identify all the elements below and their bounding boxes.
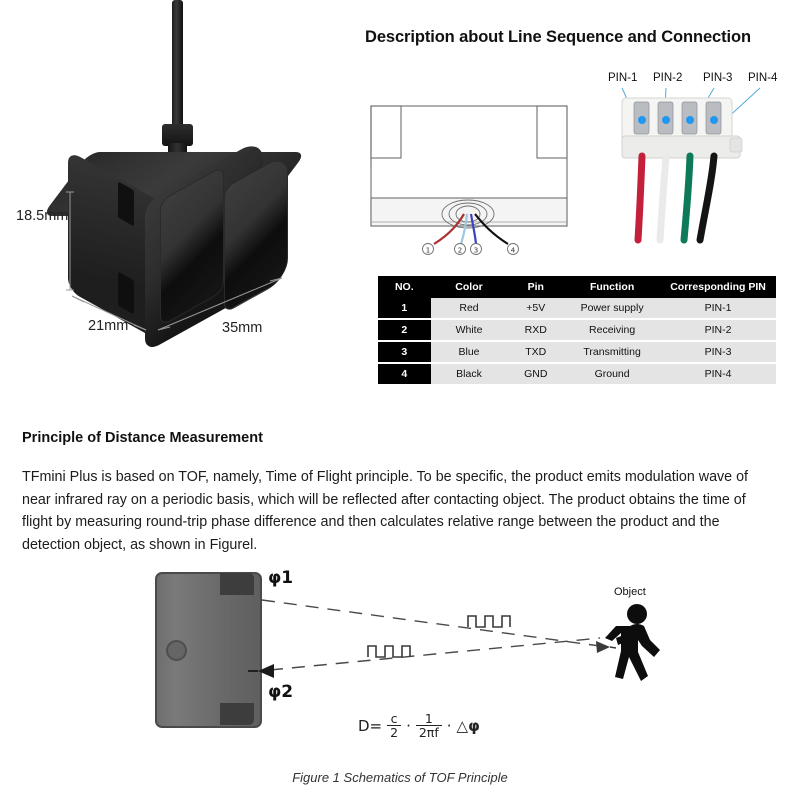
cell-pin: +5V — [507, 298, 565, 320]
cell-corresponding: PIN-1 — [660, 298, 776, 320]
cell-no: 4 — [378, 363, 431, 384]
product-photo: 18.5mm 21mm 35mm — [10, 0, 355, 390]
table-row: 3 Blue TXD Transmitting PIN-3 — [378, 341, 776, 364]
wiring-table: NO. Color Pin Function Corresponding PIN… — [378, 276, 776, 384]
header-no: NO. — [378, 276, 431, 298]
formula-dot-1: · — [406, 716, 411, 735]
dimension-height-label: 18.5mm — [16, 208, 69, 224]
cell-pin: RXD — [507, 319, 565, 342]
sensor-corner-tr — [220, 573, 254, 595]
cell-no: 3 — [378, 341, 431, 364]
cell-no: 2 — [378, 319, 431, 342]
formula-frac1-denominator: 2 — [387, 725, 402, 739]
object-label: Object — [614, 586, 646, 598]
cell-color: White — [430, 319, 508, 342]
cell-corresponding: PIN-2 — [660, 319, 776, 342]
table-header-row: NO. Color Pin Function Corresponding PIN — [378, 276, 776, 298]
cell-pin: TXD — [507, 341, 565, 364]
sensor-lens-icon — [166, 640, 187, 661]
cell-pin: GND — [507, 363, 565, 384]
formula-frac2-denominator: 2πf — [415, 725, 442, 739]
cell-corresponding: PIN-4 — [660, 363, 776, 384]
pin-label-4: PIN-4 — [748, 72, 778, 84]
svg-text:1: 1 — [426, 247, 430, 255]
cell-color: Black — [430, 363, 508, 384]
pin-label-3: PIN-3 — [703, 72, 733, 84]
sensor-cable — [172, 0, 183, 130]
formula-fraction-1: c 2 — [387, 711, 402, 739]
table-row: 4 Black GND Ground PIN-4 — [378, 363, 776, 384]
phase-out-label: φ1 — [268, 568, 294, 588]
connector-photo: PIN-1 PIN-2 PIN-3 PIN-4 — [600, 72, 798, 257]
dimension-depth-label: 35mm — [222, 320, 263, 336]
formula-lhs: D= — [358, 716, 383, 735]
cell-color: Red — [430, 298, 508, 320]
cable-grommet — [162, 124, 193, 146]
figure-caption: Figure 1 Schematics of TOF Principle — [292, 770, 508, 785]
formula-fraction-2: 1 2πf — [415, 711, 442, 739]
formula-frac2-numerator: 1 — [424, 711, 433, 726]
table-row: 1 Red +5V Power supply PIN-1 — [378, 298, 776, 320]
header-function: Function — [564, 276, 661, 298]
section-title: Description about Line Sequence and Conn… — [365, 28, 751, 46]
phase-in-label: φ2 — [268, 682, 294, 702]
table-row: 2 White RXD Receiving PIN-2 — [378, 319, 776, 342]
formula-frac1-numerator: c — [390, 711, 398, 726]
header-pin: Pin — [507, 276, 565, 298]
sensor-line-drawing: 1 2 3 4 — [368, 96, 574, 261]
tof-rays-svg: ​ — [248, 599, 660, 681]
header-corresponding: Corresponding PIN — [660, 276, 776, 298]
cell-function: Power supply — [564, 298, 661, 320]
svg-text:3: 3 — [474, 247, 478, 255]
pin-label-2: PIN-2 — [653, 72, 683, 84]
formula-delta-phi: △φ — [456, 716, 480, 735]
formula-dot-2: · — [446, 716, 452, 735]
dimension-width-label: 21mm — [88, 318, 129, 334]
principle-heading: Principle of Distance Measurement — [22, 430, 263, 446]
svg-text:2: 2 — [458, 247, 462, 255]
principle-body-text: TFmini Plus is based on TOF, namely, Tim… — [22, 469, 749, 553]
cell-function: Receiving — [564, 319, 661, 342]
cell-corresponding: PIN-3 — [660, 341, 776, 364]
sensor-corner-br — [220, 703, 254, 725]
cell-function: Transmitting — [564, 341, 661, 364]
cell-no: 1 — [378, 298, 431, 320]
header-color: Color — [430, 276, 508, 298]
svg-text:4: 4 — [511, 247, 516, 255]
pin-label-1: PIN-1 — [608, 72, 638, 84]
cell-color: Blue — [430, 341, 508, 364]
tof-schematic: ​ φ1 φ2 Object — [120, 560, 740, 760]
tof-sensor-block — [155, 572, 262, 728]
line-drawing-svg: 1 2 3 4 — [370, 105, 568, 255]
dimension-lines — [66, 191, 283, 331]
connector-svg — [621, 87, 761, 244]
cell-function: Ground — [564, 363, 661, 384]
tof-formula: D= c 2 · 1 2πf · △φ — [358, 712, 480, 739]
